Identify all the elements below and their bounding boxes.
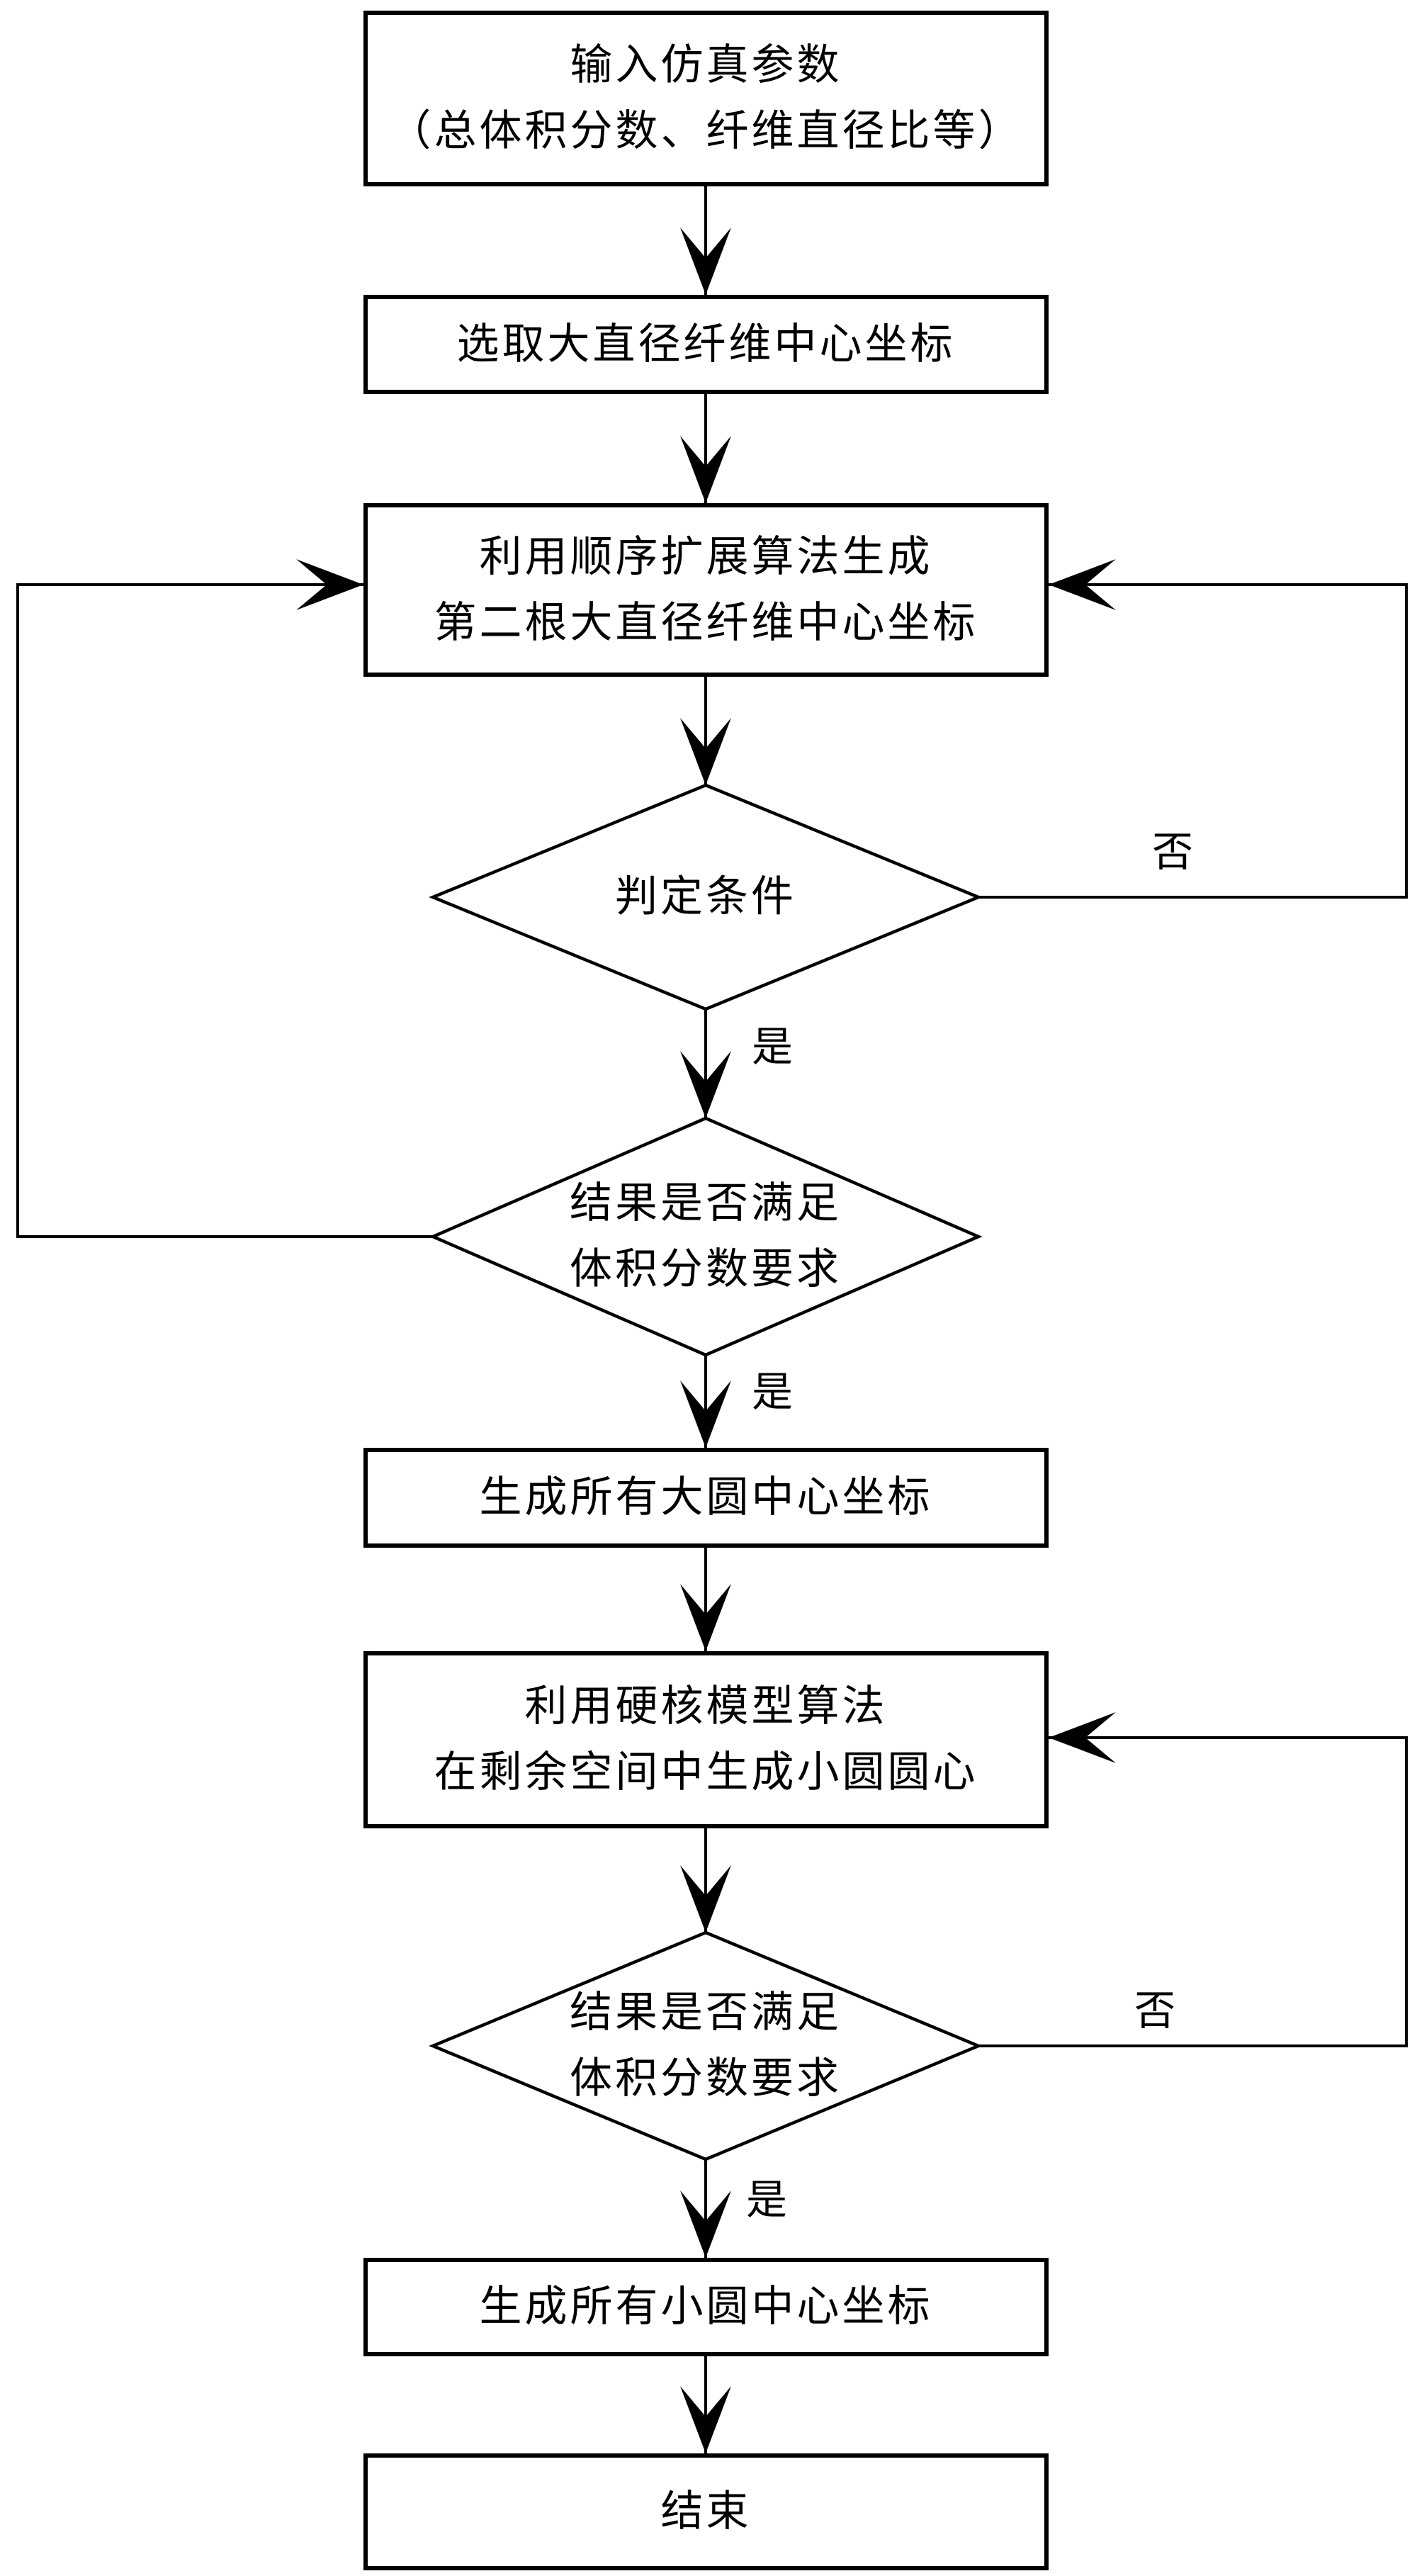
arrow-diamond2-to-box4 (680, 1355, 731, 1448)
node-label: 体积分数要求 (570, 2055, 842, 2102)
feedback-diamond1-no-to-box3 (978, 559, 1408, 899)
arrow-box2-to-box3 (680, 394, 731, 503)
feedback-diamond3-no-to-box5 (978, 1712, 1408, 2047)
arrow-diamond1-to-diamond2 (680, 1009, 731, 1118)
diamond2-label: 结果是否满足 体积分数要求 (570, 1171, 842, 1303)
node-label: 结果是否满足 (570, 1180, 842, 1227)
node-generate-all-large-circle-centers: 生成所有大圆中心坐标 (363, 1448, 1049, 1548)
node-label: 结束 (660, 2488, 752, 2535)
node-label: 体积分数要求 (570, 1246, 842, 1293)
node-label: 判定条件 (615, 873, 796, 921)
node-label: （总体积分数、纤维直径比等） (388, 108, 1024, 154)
diamond2-shape (429, 1116, 983, 1357)
edge-label-no-diamond3: 否 (1134, 1988, 1176, 2034)
node-label: 第二根大直径纤维中心坐标 (434, 599, 978, 646)
node-label: 利用硬核模型算法 (524, 1683, 888, 1730)
diamond3-label: 结果是否满足 体积分数要求 (570, 1980, 842, 2112)
node-label: 利用顺序扩展算法生成 (479, 533, 933, 580)
diamond1-shape (429, 783, 983, 1011)
node-generate-all-small-circle-centers: 生成所有小圆中心坐标 (363, 2258, 1049, 2356)
edge-label-no-diamond1: 否 (1151, 829, 1194, 875)
node-label: 在剩余空间中生成小圆圆心 (434, 1749, 978, 1796)
diamond3-shape (429, 1930, 983, 2161)
node-sequential-expansion-generate: 利用顺序扩展算法生成 第二根大直径纤维中心坐标 (363, 503, 1049, 677)
node-label: 输入仿真参数 (570, 42, 842, 89)
arrow-box6-to-box7 (680, 2356, 731, 2453)
arrow-box3-to-diamond1 (680, 677, 731, 785)
arrow-box1-to-box2 (680, 186, 731, 295)
node-input-simulation-params: 输入仿真参数 （总体积分数、纤维直径比等） (363, 11, 1049, 186)
node-end: 结束 (363, 2453, 1049, 2570)
node-label: 生成所有大圆中心坐标 (479, 1474, 933, 1521)
node-label: 结果是否满足 (570, 1989, 842, 2036)
edge-label-yes-diamond1: 是 (751, 1024, 794, 1070)
arrow-diamond3-to-box6 (680, 2159, 731, 2258)
feedback-diamond2-to-box3 (16, 559, 433, 1238)
node-select-large-fiber-center: 选取大直径纤维中心坐标 (363, 295, 1049, 394)
node-hard-core-model-generate-small-circles: 利用硬核模型算法 在剩余空间中生成小圆圆心 (363, 1651, 1049, 1828)
node-label: 选取大直径纤维中心坐标 (456, 320, 956, 368)
diamond1-label: 判定条件 (615, 865, 796, 930)
arrow-box5-to-diamond3 (680, 1828, 731, 1933)
edge-label-yes-diamond2: 是 (751, 1369, 794, 1415)
edge-label-yes-diamond3: 是 (745, 2177, 788, 2223)
arrow-box4-to-box5 (680, 1548, 731, 1651)
node-label: 生成所有小圆中心坐标 (479, 2283, 933, 2330)
